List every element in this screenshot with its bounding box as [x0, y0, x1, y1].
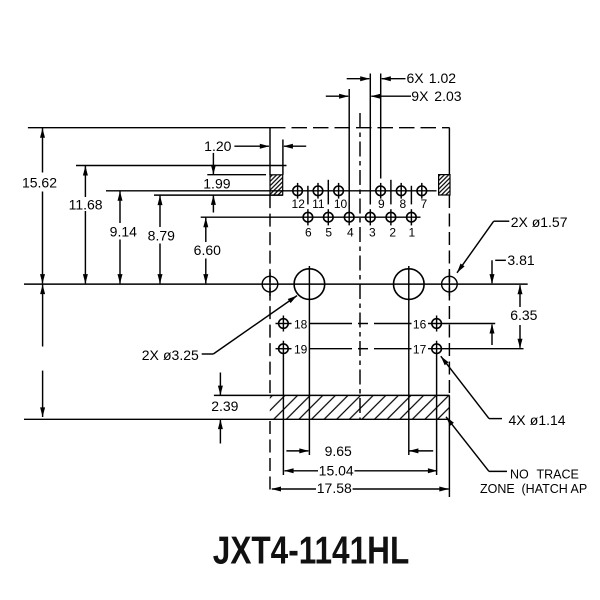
- svg-text:6.60: 6.60: [194, 242, 221, 258]
- svg-text:12: 12: [292, 197, 306, 211]
- svg-text:4X: 4X: [509, 412, 527, 428]
- svg-text:10: 10: [334, 197, 348, 211]
- svg-text:3: 3: [369, 226, 376, 240]
- svg-text:15.62: 15.62: [22, 175, 57, 191]
- svg-text:6: 6: [305, 226, 312, 240]
- svg-text:ZONE: ZONE: [480, 482, 515, 496]
- svg-text:5: 5: [325, 226, 332, 240]
- svg-text:7: 7: [421, 197, 428, 211]
- svg-text:2: 2: [389, 226, 396, 240]
- svg-text:2.39: 2.39: [211, 398, 238, 414]
- svg-text:8: 8: [400, 197, 407, 211]
- svg-text:JXT4-1141HL: JXT4-1141HL: [213, 530, 409, 573]
- svg-text:3.81: 3.81: [507, 252, 534, 268]
- svg-text:9X: 9X: [411, 88, 429, 104]
- svg-text:11: 11: [312, 197, 325, 211]
- svg-text:6X: 6X: [407, 70, 425, 86]
- svg-text:9.65: 9.65: [325, 443, 352, 459]
- svg-text:11.68: 11.68: [69, 197, 103, 213]
- svg-text:TRACE: TRACE: [537, 468, 579, 482]
- svg-text:NO: NO: [510, 468, 529, 482]
- svg-text:17.58: 17.58: [317, 480, 352, 496]
- svg-text:2X: 2X: [511, 214, 529, 230]
- svg-text:1.20: 1.20: [204, 138, 231, 154]
- svg-text:ø1.14: ø1.14: [530, 412, 566, 428]
- svg-text:6.35: 6.35: [510, 307, 537, 323]
- svg-text:2.03: 2.03: [434, 88, 461, 104]
- svg-text:8.79: 8.79: [148, 228, 175, 244]
- svg-text:9.14: 9.14: [110, 224, 137, 240]
- svg-text:4: 4: [347, 226, 354, 240]
- svg-text:ø1.57: ø1.57: [532, 214, 568, 230]
- svg-text:2X: 2X: [142, 347, 160, 363]
- svg-text:19: 19: [294, 343, 308, 357]
- svg-text:15.04: 15.04: [319, 463, 354, 479]
- svg-text:ø3.25: ø3.25: [163, 347, 199, 363]
- svg-text:1.02: 1.02: [429, 70, 456, 86]
- svg-text:1: 1: [409, 226, 416, 240]
- svg-text:18: 18: [294, 317, 308, 331]
- svg-text:1.99: 1.99: [203, 175, 230, 191]
- svg-text:(HATCH: (HATCH: [522, 482, 568, 496]
- svg-text:16: 16: [413, 317, 427, 331]
- svg-text:17: 17: [413, 343, 427, 357]
- svg-text:9: 9: [378, 197, 385, 211]
- svg-text:AP: AP: [571, 482, 588, 496]
